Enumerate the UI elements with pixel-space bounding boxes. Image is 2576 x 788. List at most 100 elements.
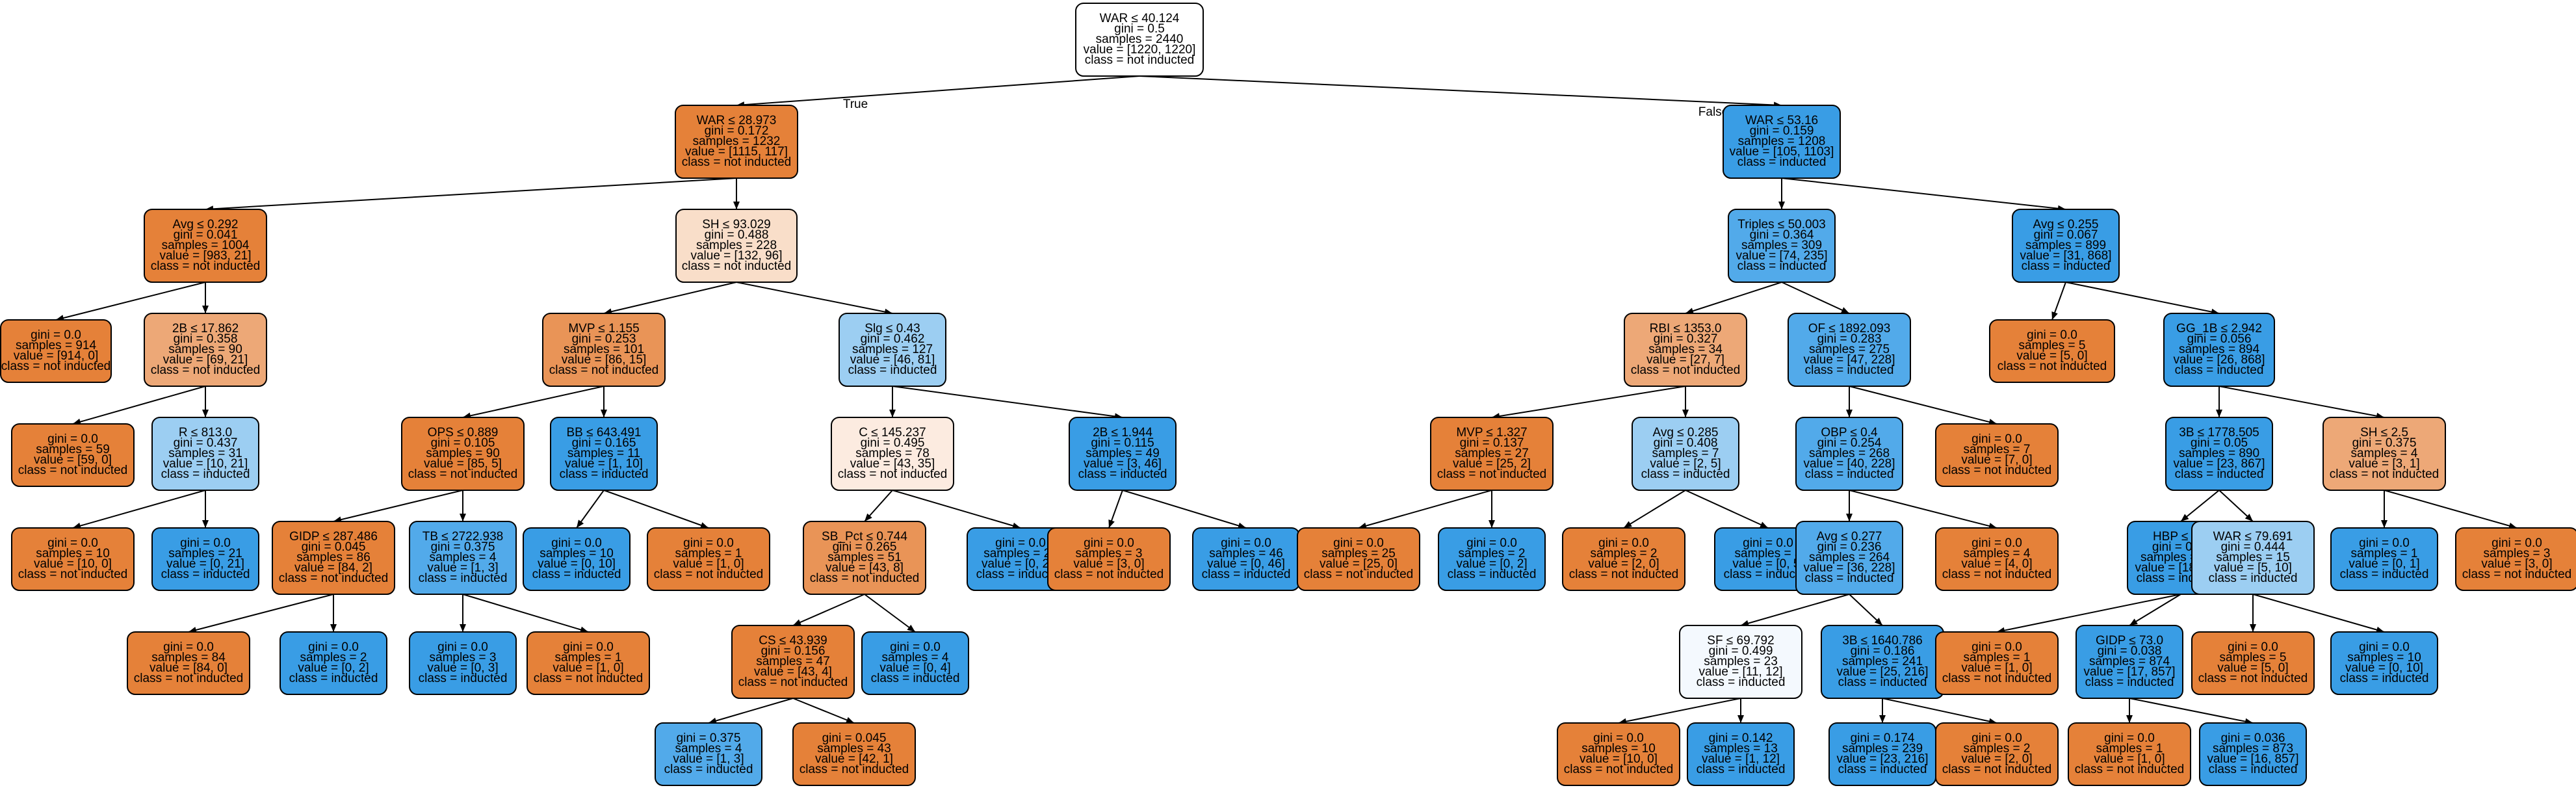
node-line: gini = 0.0	[2359, 536, 2410, 550]
node-line: value = [1, 12]	[1702, 752, 1780, 766]
node-line: samples = 11	[567, 447, 640, 460]
node-line: value = [1, 0]	[1961, 661, 2032, 675]
node-line: gini = 0.0	[2491, 536, 2542, 550]
edge-arrowhead	[1846, 410, 1853, 417]
node-box	[2330, 631, 2438, 695]
node-line: gini = 0.045	[822, 731, 887, 745]
node-line: samples = 4	[675, 742, 742, 755]
node-line: GIDP ≤ 73.0	[2096, 634, 2163, 648]
edge-arrowhead	[2244, 514, 2253, 521]
node-line: samples = 1	[1964, 651, 2031, 664]
node-line: value = [17, 857]	[2083, 665, 2175, 679]
node-line: gini = 0.358	[174, 332, 238, 346]
node-line: class = not inducted	[18, 464, 127, 477]
node-line: class = inducted	[1737, 259, 1827, 273]
edge-root-n1	[736, 75, 1140, 106]
edge-arrowhead	[1760, 521, 1768, 528]
node-box	[1624, 313, 1747, 387]
node-line: samples = 10	[540, 547, 614, 560]
node-line: value = [74, 235]	[1736, 249, 1827, 263]
node-line: class = inducted	[2175, 467, 2264, 481]
node-line: class = inducted	[1838, 676, 1927, 689]
node-line: gini = 0.253	[572, 332, 636, 346]
node-line: samples = 1	[2351, 547, 2418, 560]
node-line: Slg ≤ 0.43	[865, 322, 920, 335]
node-line: gini = 0.0	[163, 640, 214, 654]
node-box	[2163, 313, 2275, 387]
node-line: Triples ≤ 50.003	[1737, 218, 1825, 231]
node-line: class = inducted	[2340, 672, 2429, 685]
edge-arrowhead	[460, 514, 466, 521]
node-box	[127, 631, 250, 695]
node-line: gini = 0.0	[180, 536, 231, 550]
node-box	[1632, 417, 1739, 491]
node-line: gini = 0.488	[705, 228, 769, 242]
edge-n33-n51	[792, 594, 865, 626]
node-line: samples = 264	[1809, 551, 1890, 564]
node-line: value = [31, 868]	[2020, 249, 2111, 263]
edge-n16-n27	[72, 490, 206, 529]
edge-arrowhead	[202, 306, 209, 313]
node-line: samples = 1	[2096, 742, 2163, 755]
node-line: value = [7, 0]	[1961, 453, 2032, 467]
edge-arrowhead	[1874, 618, 1882, 625]
node-line: samples = 1	[675, 547, 742, 560]
node-box	[2191, 521, 2315, 595]
node-line: gini = 0.137	[1460, 436, 1524, 450]
node-line: value = [0, 3]	[427, 661, 498, 675]
node-line: class = inducted	[1838, 763, 1927, 776]
node-line: value = [3, 0]	[2481, 557, 2552, 571]
node-box	[527, 631, 650, 695]
node-line: samples = 894	[2179, 343, 2260, 356]
node-line: samples = 10	[2347, 651, 2421, 664]
node-line: value = [914, 0]	[14, 349, 98, 363]
node-line: value = [40, 228]	[1803, 457, 1895, 471]
node-line: value = [1, 0]	[673, 557, 744, 571]
node-line: gini = 0.408	[1654, 436, 1718, 450]
node-line: value = [5, 0]	[2217, 661, 2288, 675]
node-line: gini = 0.254	[1817, 436, 1882, 450]
node-line: class = inducted	[1697, 676, 1786, 689]
node-box	[803, 521, 926, 595]
edge-arrowhead	[601, 410, 607, 417]
node-line: class = inducted	[664, 763, 753, 776]
node-line: MVP ≤ 1.155	[568, 322, 639, 335]
node-line: samples = 90	[426, 447, 500, 460]
edge-arrowhead	[793, 619, 801, 625]
node-line: gini = 0.165	[572, 436, 636, 450]
edge-arrowhead	[1841, 307, 1849, 313]
node-line: gini = 0.186	[1851, 644, 1915, 658]
node-line: samples = 268	[1809, 447, 1890, 460]
node-box	[1679, 625, 1802, 699]
node-line: gini = 0.0	[1333, 536, 1384, 550]
node-line: class = inducted	[848, 363, 937, 377]
node-line: samples = 43	[817, 742, 891, 755]
node-line: class = not inducted	[1569, 568, 1678, 581]
node-line: samples = 4	[882, 651, 949, 664]
node-line: value = [5, 10]	[2214, 561, 2292, 575]
node-line: value = [43, 35]	[850, 457, 935, 471]
node-line: class = not inducted	[738, 676, 848, 689]
node-line: gini = 0.0	[1221, 536, 1271, 550]
node-line: 3B ≤ 1778.505	[2179, 426, 2259, 440]
node-line: samples = 15	[2216, 551, 2290, 564]
node-line: value = [1, 10]	[565, 457, 643, 471]
node-line: samples = 7	[1964, 443, 2031, 456]
node-line: value = [43, 8]	[826, 561, 904, 575]
edge-arrowhead	[2381, 520, 2387, 528]
node-box	[1935, 423, 2059, 487]
node-line: class = inducted	[2209, 571, 2298, 585]
node-box	[280, 631, 387, 695]
node-line: 2B ≤ 17.862	[172, 322, 239, 335]
